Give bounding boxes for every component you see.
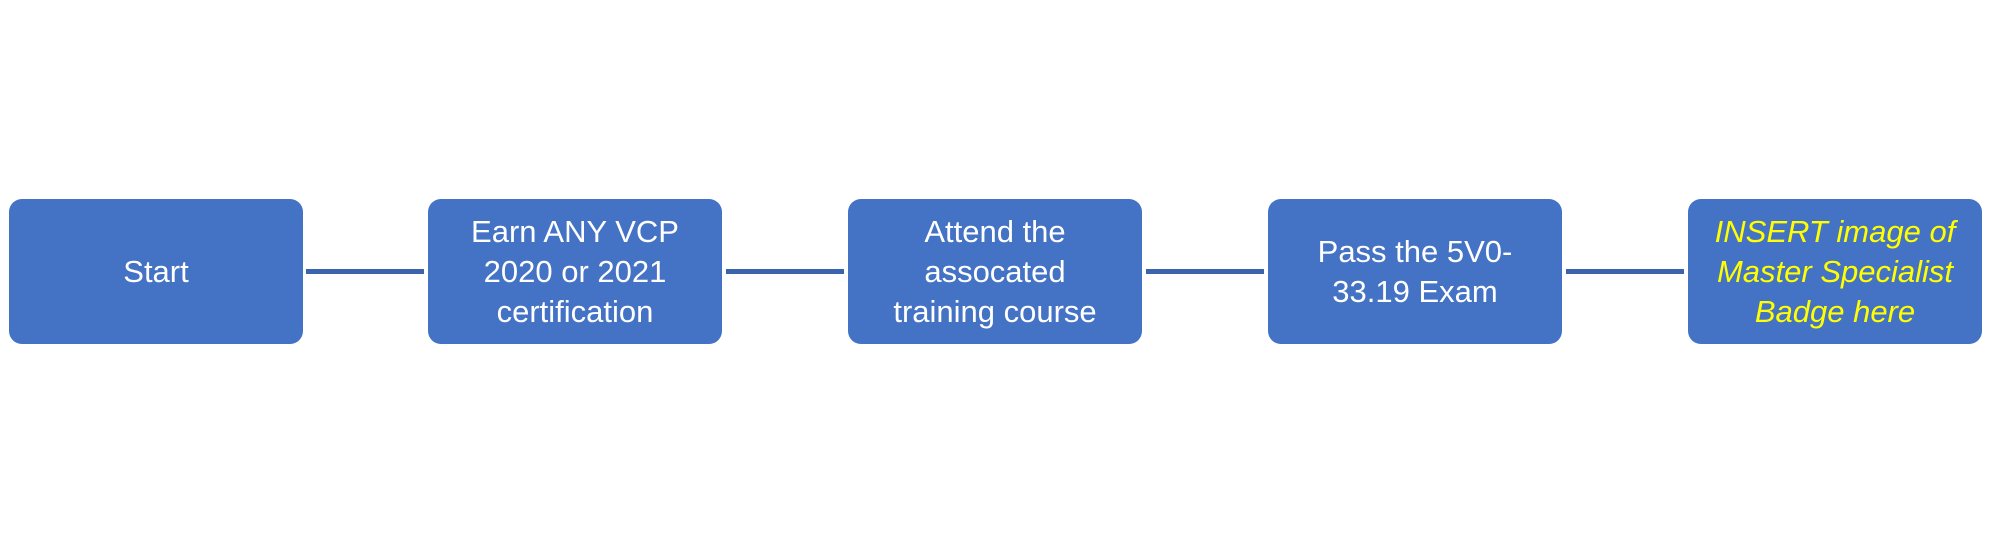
step-label: Pass the 5V0- 33.19 Exam [1317,233,1513,309]
step-attend-training: Attend the assocated training course [848,199,1142,344]
step-label: Earn ANY VCP 2020 or 2021 certification [471,213,679,329]
step-earn-vcp: Earn ANY VCP 2020 or 2021 certification [428,199,722,344]
connector-line [306,269,424,274]
connector-line [1146,269,1264,274]
connector-line [726,269,844,274]
step-badge-placeholder: INSERT image of Master Specialist Badge … [1688,199,1982,344]
connector-line [1566,269,1684,274]
step-label: Attend the assocated training course [893,213,1097,329]
step-pass-exam: Pass the 5V0- 33.19 Exam [1268,199,1562,344]
step-label: Start [123,253,189,289]
step-label: INSERT image of Master Specialist Badge … [1714,213,1956,329]
step-start: Start [9,199,303,344]
